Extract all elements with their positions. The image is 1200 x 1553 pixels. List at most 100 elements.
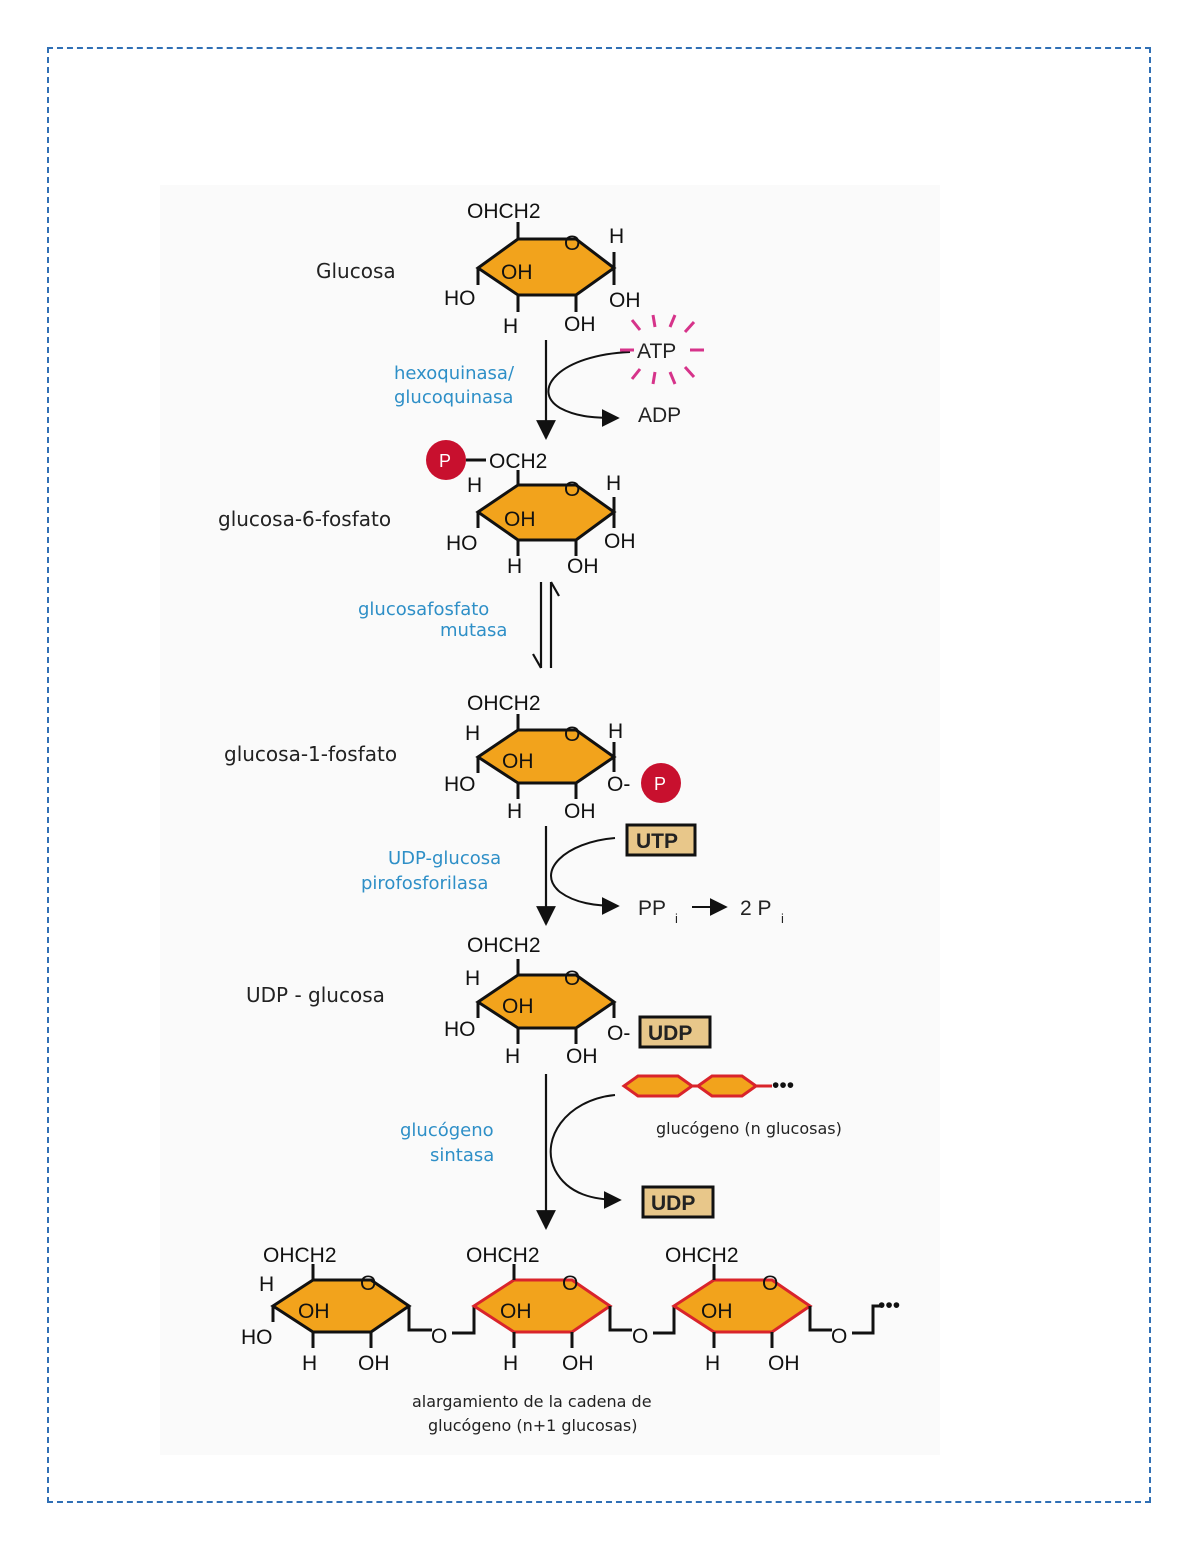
g6p-och2: OCH2 (489, 450, 547, 473)
glucose-1-phosphate-molecule: OHCH2 H O H OH HO O- P H OH (444, 692, 681, 823)
g6p-label: glucosa-6-fosfato (218, 507, 391, 531)
udpg-ho: HO (444, 1018, 476, 1041)
enzyme-mutase-line2: mutasa (440, 620, 507, 641)
atp-label: ATP (637, 340, 676, 363)
udpg-ohch2: OHCH2 (467, 934, 541, 957)
udpg-h-c5: H (465, 967, 480, 990)
chain1-ring-o: O (360, 1272, 376, 1295)
udpg-o-link: O- (607, 1022, 630, 1045)
glycogen-chain-icon (621, 1074, 772, 1098)
chain1-ohch2: OHCH2 (263, 1244, 337, 1267)
chain2-oh-c2: OH (562, 1352, 594, 1375)
ppi-subscript: i (675, 911, 678, 926)
ppi-label: PP (638, 897, 666, 920)
g1p-h-c5: H (465, 722, 480, 745)
g1p-h-c3: H (507, 800, 522, 823)
udp-glucose-molecule: OHCH2 H O OH HO O- UDP H OH (444, 934, 712, 1068)
udpg-ring-o: O (564, 967, 580, 990)
chain2-oh-center: OH (500, 1300, 532, 1323)
phosphate-circle (426, 440, 466, 480)
udp-label-released: UDP (651, 1192, 695, 1215)
g6p-h-c1: H (606, 472, 621, 495)
enzyme-pyrophosphorylase-line1: UDP-glucosa (388, 848, 501, 869)
enzyme-mutase-line1: glucosafosfato (358, 599, 489, 620)
chain-continue-dots: ••• (878, 1294, 900, 1317)
chain2-ring-o: O (562, 1272, 578, 1295)
chain1-oh-c2: OH (358, 1352, 390, 1375)
g1p-h-c1: H (608, 720, 623, 743)
enzyme-hexokinase-line2: glucoquinasa (394, 387, 513, 408)
g1p-oh-center: OH (502, 750, 534, 773)
enzyme-synthase-line2: sintasa (430, 1145, 494, 1166)
g1p-oh-c2: OH (564, 800, 596, 823)
g1p-label: glucosa-1-fosfato (224, 742, 397, 766)
enzyme-hexokinase-line1: hexoquinasa/ (394, 363, 515, 384)
chain3-oh-center: OH (701, 1300, 733, 1323)
g1p-ring-o: O (564, 723, 580, 746)
glucose-6-phosphate-molecule: P OCH2 H O H OH HO OH H OH (426, 440, 636, 578)
glucose-label: Glucosa (316, 259, 396, 283)
g6p-oh-c1: OH (604, 530, 636, 553)
chain1-h-c5: H (259, 1273, 274, 1296)
udp-box-glucose (638, 1015, 712, 1049)
g6p-h-c3: H (507, 555, 522, 578)
utp-box (625, 823, 697, 857)
chain2-ohch2: OHCH2 (466, 1244, 540, 1267)
udpg-oh-c2: OH (566, 1045, 598, 1068)
chain2-h-c3: H (503, 1352, 518, 1375)
glucose-oh-c2: OH (564, 313, 596, 336)
two-pi-label: 2 P (740, 897, 772, 920)
glycogen-chain-product: OHCH2 H O OH HO H OH O OHCH2 O OH H OH O… (241, 1244, 900, 1375)
chain-link-o-3: O (831, 1325, 847, 1348)
glucose-ring-o: O (564, 232, 580, 255)
g1p-ho: HO (444, 773, 476, 796)
result-label-line1: alargamiento de la cadena de (412, 1392, 652, 1411)
curve-utp-ppi (550, 837, 620, 915)
chain1-ho: HO (241, 1326, 273, 1349)
pi-subscript: i (781, 911, 784, 926)
chain3-oh-c2: OH (768, 1352, 800, 1375)
glucose-ohch2: OHCH2 (467, 200, 541, 223)
g6p-ho: HO (446, 532, 478, 555)
phosphate-circle-g1p (641, 763, 681, 803)
g6p-ring-o: O (564, 478, 580, 501)
enzyme-pyrophosphorylase-line2: pirofosforilasa (361, 873, 488, 894)
curve-atp-adp (547, 351, 631, 427)
g6p-h-c5: H (467, 474, 482, 497)
phosphate-p-g1p: P (654, 774, 666, 794)
g6p-oh-center: OH (504, 508, 536, 531)
phosphate-p: P (439, 451, 451, 471)
chain-link-o-2: O (632, 1325, 648, 1348)
glycogen-n-label: glucógeno (n glucosas) (656, 1119, 842, 1138)
g6p-oh-c2: OH (567, 555, 599, 578)
g1p-ohch2: OHCH2 (467, 692, 541, 715)
glucose-oh-center: OH (501, 261, 533, 284)
udpg-label: UDP - glucosa (246, 983, 385, 1007)
chain3-ring-o: O (762, 1272, 778, 1295)
g1p-o-link: O- (607, 773, 630, 796)
reversible-arrow (532, 581, 560, 669)
enzyme-synthase-line1: glucógeno (400, 1120, 494, 1141)
result-label-line2: glucógeno (n+1 glucosas) (428, 1416, 637, 1435)
atp-burst-icon (620, 314, 704, 385)
chain1-h-c3: H (302, 1352, 317, 1375)
utp-label: UTP (636, 830, 678, 853)
chain3-ohch2: OHCH2 (665, 1244, 739, 1267)
udp-box-released (641, 1185, 715, 1219)
udpg-oh-center: OH (502, 995, 534, 1018)
curve-glycogen-udp (549, 1094, 622, 1209)
udpg-h-c3: H (505, 1045, 520, 1068)
glucose-ho: HO (444, 287, 476, 310)
glucose-h-c1: H (609, 225, 624, 248)
dashed-frame (47, 47, 1151, 1503)
adp-label: ADP (638, 404, 681, 427)
glucose-h-c3: H (503, 315, 518, 338)
chain1-oh-center: OH (298, 1300, 330, 1323)
chain3-h-c3: H (705, 1352, 720, 1375)
chain-link-o-1: O (431, 1325, 447, 1348)
udp-label-glucose: UDP (648, 1022, 692, 1045)
glycogen-chain-dots: ••• (772, 1074, 794, 1097)
glucose-molecule: OHCH2 O H OH HO OH H OH (444, 200, 641, 338)
glucose-oh-c1: OH (609, 289, 641, 312)
